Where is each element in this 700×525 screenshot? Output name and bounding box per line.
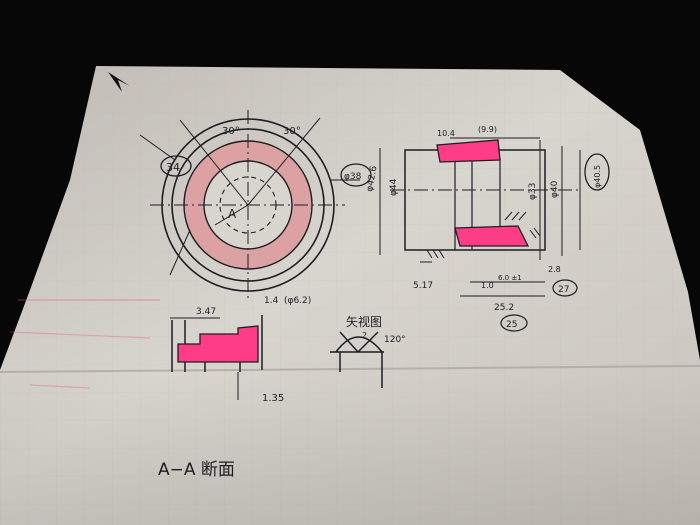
top-view [139, 110, 360, 300]
angle-left-label: 30° [222, 126, 240, 137]
circled-right [584, 153, 610, 191]
section-top-dim: 1.4 [264, 296, 279, 306]
dim-2-label: 6.0 ±1 [498, 274, 522, 282]
dim-1-label: 1.0 [481, 281, 494, 290]
circled-note-left-text: 34 [166, 161, 180, 174]
cursor-mark [108, 72, 130, 92]
dim-side-label: φ42.6 [365, 165, 379, 193]
fold-line [0, 365, 700, 373]
angle-right-label: 30° [283, 126, 301, 137]
section-highlight-top [436, 139, 501, 163]
dim-252-label: 25.2 [494, 303, 514, 313]
circled-right-text: φ40.5 [593, 165, 602, 188]
side-top-dim-paren: (9.9) [478, 125, 497, 134]
dim-phi44: φ44 [389, 178, 399, 196]
circled-25-text: 25 [506, 320, 517, 330]
arrow-view-label: 矢视图 [346, 314, 382, 329]
faded-stamp [9, 299, 160, 389]
section-marker-a: A [228, 207, 237, 221]
arrow-view-angle: 120° [384, 335, 406, 345]
dim-phi33: φ33 [528, 183, 538, 200]
circled-note-left [160, 155, 192, 177]
circled-note-right-text: φ38 [344, 172, 362, 182]
section-width-dim: 3.47 [196, 307, 216, 317]
arrow-view-num: 2 [362, 331, 367, 340]
arrow-view [330, 331, 384, 388]
section-highlight-aa [177, 325, 259, 363]
circled-25 [500, 314, 528, 332]
section-highlight-bottom [454, 225, 530, 247]
dim-28-label: 2.8 [548, 265, 561, 274]
section-top-dim-paren: (φ6.2) [284, 296, 311, 306]
circled-note-right [340, 163, 372, 187]
circled-27-text: 27 [558, 285, 569, 295]
circled-27 [552, 279, 578, 297]
dim-left-label: 5.17 [413, 281, 433, 291]
section-title: A−A 断面 [158, 460, 235, 480]
side-top-dim: 10.4 [437, 129, 455, 138]
hatching [426, 211, 541, 259]
section-bottom-dim: 1.35 [262, 393, 284, 404]
dim-phi40: φ40 [550, 180, 560, 198]
paper-sheet [0, 66, 700, 525]
